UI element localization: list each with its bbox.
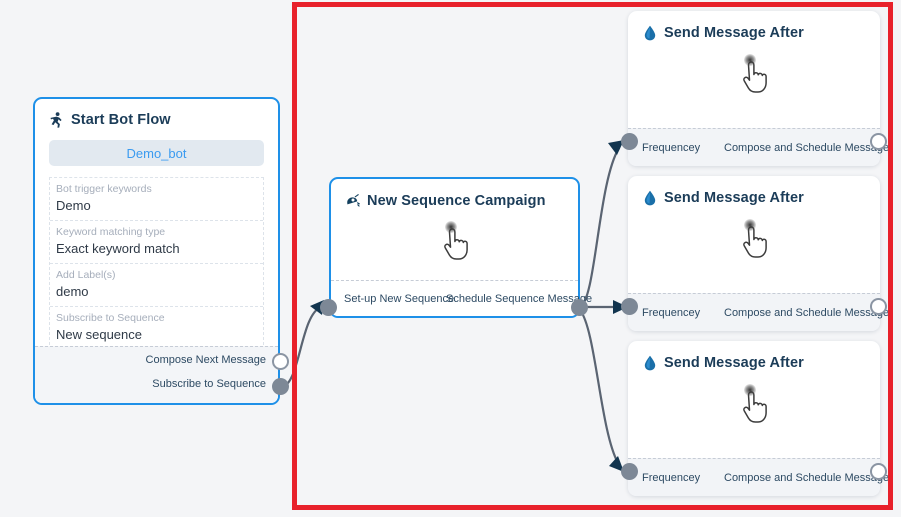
- cursor-blur-dot: [744, 54, 756, 66]
- port-setup-new-sequence[interactable]: [320, 299, 337, 316]
- port-compose-and-schedule-message-1[interactable]: [870, 133, 887, 150]
- edge-schedule-to-card1: [579, 147, 620, 309]
- node-send-message-after-1[interactable]: Send Message After Frequencey Compose an…: [628, 11, 889, 166]
- sequence-campaign-icon: [345, 192, 360, 209]
- cursor-blur-dot: [744, 219, 756, 231]
- field-subscribe-to-sequence[interactable]: Subscribe to Sequence New sequence: [50, 307, 263, 350]
- field-value: Demo: [56, 198, 91, 213]
- edge-subscribe-to-setup: [280, 305, 322, 389]
- edge-schedule-to-card3: [579, 309, 619, 464]
- node-send-message-after-2[interactable]: Send Message After Frequencey Compose an…: [628, 176, 889, 331]
- port-label-subscribe-to-sequence: Subscribe to Sequence: [152, 378, 266, 390]
- send-message-body-2: [628, 206, 880, 274]
- port-schedule-sequence-message[interactable]: [571, 299, 588, 316]
- send-message-header-1: Send Message After: [628, 11, 880, 41]
- port-label-frequencey: Frequencey: [642, 306, 701, 319]
- running-person-icon: [49, 111, 64, 128]
- port-label-frequencey: Frequencey: [642, 471, 701, 484]
- field-value: New sequence: [56, 327, 142, 342]
- port-label-frequencey: Frequencey: [642, 141, 701, 154]
- start-bot-flow-footer: Compose Next Message Subscribe to Sequen…: [35, 346, 278, 403]
- port-frequencey-3[interactable]: [621, 463, 638, 480]
- hand-pointer-cursor-icon: [434, 220, 476, 264]
- field-value: demo: [56, 284, 89, 299]
- port-label-compose-next-message: Compose Next Message: [145, 354, 266, 366]
- field-keyword-matching-type[interactable]: Keyword matching type Exact keyword matc…: [50, 221, 263, 264]
- start-bot-flow-title: Start Bot Flow: [71, 111, 171, 128]
- send-message-footer-3: Frequencey Compose and Schedule Message: [628, 458, 889, 496]
- port-compose-and-schedule-message-3[interactable]: [870, 463, 887, 480]
- new-sequence-campaign-body: [331, 211, 578, 273]
- new-sequence-campaign-title: New Sequence Campaign: [367, 192, 546, 209]
- node-new-sequence-campaign[interactable]: New Sequence Campaign Set-up New Sequenc…: [329, 177, 592, 318]
- port-label-setup-new-sequence: Set-up New Sequence: [344, 292, 455, 305]
- cursor-blur-dot: [444, 221, 457, 233]
- field-add-labels[interactable]: Add Label(s) demo: [50, 264, 263, 307]
- hand-pointer-cursor-icon: [733, 383, 775, 427]
- field-label: Add Label(s): [56, 269, 116, 281]
- node-send-message-after-3[interactable]: Send Message After Frequencey Compose an…: [628, 341, 889, 496]
- field-bot-trigger-keywords[interactable]: Bot trigger keywords Demo: [50, 178, 263, 221]
- port-frequencey-2[interactable]: [621, 298, 638, 315]
- port-compose-next-message[interactable]: [272, 353, 289, 370]
- send-message-body-1: [628, 41, 880, 109]
- new-sequence-campaign-header: New Sequence Campaign: [331, 179, 578, 209]
- field-label: Keyword matching type: [56, 226, 166, 238]
- field-value: Exact keyword match: [56, 241, 180, 256]
- send-message-body-3: [628, 371, 880, 439]
- bot-settings-field-list: Bot trigger keywords Demo Keyword matchi…: [49, 177, 264, 350]
- hand-pointer-cursor-icon: [733, 218, 775, 262]
- port-label-compose-and-schedule-message: Compose and Schedule Message: [724, 306, 890, 319]
- send-message-title-2: Send Message After: [664, 189, 804, 206]
- send-message-header-3: Send Message After: [628, 341, 880, 371]
- port-label-compose-and-schedule-message: Compose and Schedule Message: [724, 141, 890, 154]
- port-label-schedule-sequence-message: Schedule Sequence Message: [446, 292, 593, 305]
- port-frequencey-1[interactable]: [621, 133, 638, 150]
- droplet-icon: [642, 189, 657, 206]
- node-start-bot-flow[interactable]: Start Bot Flow Demo_bot Bot trigger keyw…: [33, 97, 280, 405]
- port-label-compose-and-schedule-message: Compose and Schedule Message: [724, 471, 890, 484]
- send-message-title-1: Send Message After: [664, 24, 804, 41]
- start-bot-flow-header: Start Bot Flow: [35, 99, 278, 128]
- field-label: Bot trigger keywords: [56, 183, 152, 195]
- send-message-footer-2: Frequencey Compose and Schedule Message: [628, 293, 889, 331]
- field-label: Subscribe to Sequence: [56, 312, 165, 324]
- port-subscribe-to-sequence[interactable]: [272, 378, 289, 395]
- cursor-blur-dot: [744, 384, 756, 396]
- droplet-icon: [642, 354, 657, 371]
- bot-name-pill[interactable]: Demo_bot: [49, 140, 264, 166]
- send-message-footer-1: Frequencey Compose and Schedule Message: [628, 128, 889, 166]
- droplet-icon: [642, 24, 657, 41]
- port-compose-and-schedule-message-2[interactable]: [870, 298, 887, 315]
- new-sequence-campaign-footer: Set-up New Sequence Schedule Sequence Me…: [331, 280, 592, 316]
- hand-pointer-cursor-icon: [733, 53, 775, 97]
- send-message-title-3: Send Message After: [664, 354, 804, 371]
- bot-name-label: Demo_bot: [126, 145, 187, 161]
- send-message-header-2: Send Message After: [628, 176, 880, 206]
